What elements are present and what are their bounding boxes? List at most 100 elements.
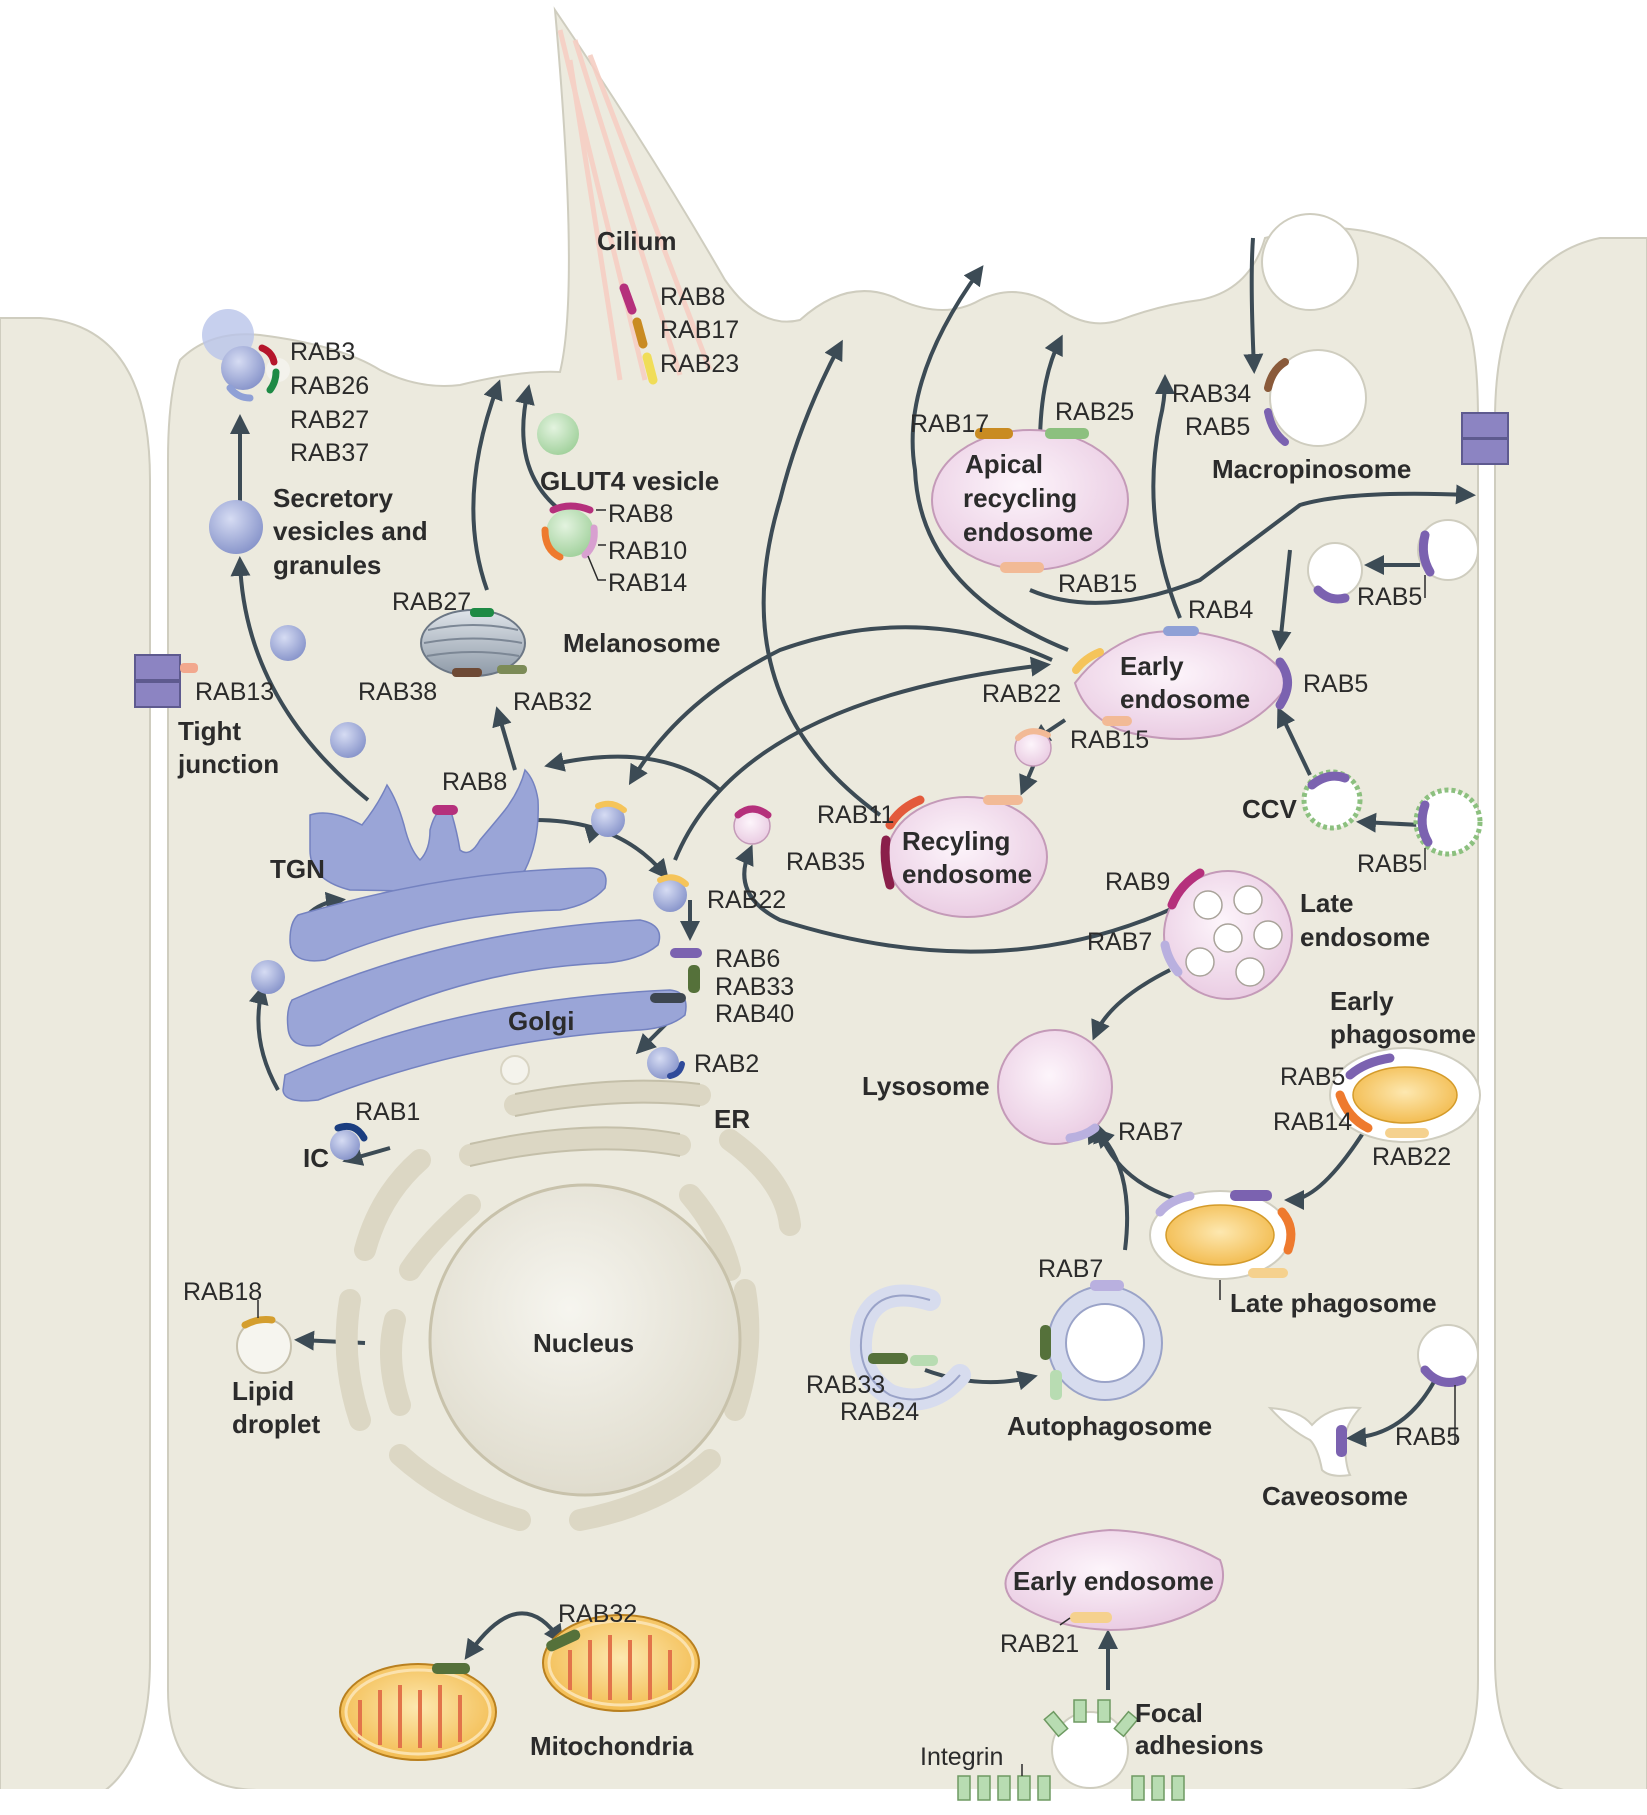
rab-marker (670, 948, 702, 958)
rab-marker (642, 352, 658, 385)
rab-marker (650, 993, 686, 1003)
secretory-vesicle (270, 625, 306, 661)
rab-marker (1090, 1280, 1124, 1291)
recycling-endosome-label: endosome (902, 859, 1032, 889)
rab-label: RAB34 (1172, 380, 1251, 408)
rab-label: RAB6 (715, 945, 780, 973)
macropinosome-label: Macropinosome (1212, 454, 1411, 484)
rab-label: RAB14 (608, 569, 687, 597)
rab-label: RAB26 (290, 372, 369, 400)
rab-leader (1059, 1617, 1071, 1626)
golgi-vesicle (251, 960, 285, 994)
rab-marker (1248, 1268, 1288, 1278)
early-endosome-label: Early (1120, 651, 1184, 681)
secretory-vesicle (209, 500, 263, 554)
rab-label: RAB8 (442, 768, 507, 796)
rab-marker (1417, 800, 1433, 847)
rab-marker (1345, 1053, 1395, 1080)
rab-marker (1040, 1325, 1051, 1360)
rab-label: RAB25 (1055, 398, 1134, 426)
secretory-label: Secretory (273, 483, 393, 513)
rab-marker (983, 795, 1023, 805)
rab-marker (1167, 868, 1205, 910)
intraluminal-vesicles (1185, 885, 1283, 987)
rab-marker (880, 835, 895, 890)
rab-marker (734, 805, 772, 819)
rab-marker (497, 665, 527, 674)
neighbour-cell-left (0, 317, 151, 1811)
endocytic-pit (1417, 519, 1479, 581)
secretory-label: vesicles and (273, 516, 428, 546)
mitochondria-label: Mitochondria (530, 1731, 694, 1761)
apical-junction (1461, 438, 1509, 465)
rab-label: RAB5 (1303, 670, 1368, 698)
rab-label: RAB5 (1395, 1423, 1460, 1451)
rab-marker (1264, 358, 1289, 392)
rab-marker (1155, 1191, 1195, 1217)
tight-junction-label: junction (177, 749, 279, 779)
rab-label: RAB37 (290, 439, 369, 467)
rab-marker (1277, 1207, 1296, 1255)
golgi-vesicle (653, 878, 687, 912)
rab-label: RAB15 (1070, 726, 1149, 754)
rab-label: RAB15 (1058, 570, 1137, 598)
tight-junction (134, 681, 181, 708)
er-label: ER (714, 1104, 750, 1134)
rab-marker (1230, 1190, 1272, 1201)
rab-marker (1385, 1128, 1429, 1138)
rab-leader (587, 509, 606, 581)
early-endosome-focal (1004, 1528, 1225, 1632)
isolation-membrane-outline (859, 1294, 961, 1401)
melanosome-label: Melanosome (563, 628, 721, 658)
lipid-label: droplet (232, 1409, 320, 1439)
rab-marker (432, 1663, 470, 1674)
integrin-label: Integrin (920, 1743, 1003, 1771)
recycling-endosome-label: Recyling (902, 826, 1010, 856)
rab-label: RAB10 (608, 537, 687, 565)
secretory-cluster (202, 309, 290, 390)
golgi-label: Golgi (508, 1006, 574, 1036)
ic-label: IC (303, 1143, 329, 1173)
nucleus-label: Nucleus (533, 1328, 634, 1358)
rab-marker (619, 283, 637, 315)
rab-marker (1307, 771, 1350, 790)
rab-marker (885, 795, 925, 830)
lysosome (997, 1029, 1113, 1145)
recycling-endosome (886, 796, 1048, 918)
rab-marker (266, 368, 280, 394)
mitochondrion (542, 1614, 700, 1712)
late-phagosome-label: Late phagosome (1230, 1288, 1437, 1318)
lysosome-label: Lysosome (862, 1071, 990, 1101)
rab-marker (581, 524, 598, 559)
rab-marker (632, 317, 648, 349)
focal-adhesions-label: adhesions (1135, 1730, 1264, 1760)
rab-marker (334, 1122, 368, 1142)
rab-marker (1070, 1612, 1112, 1623)
page-bottom-margin (0, 1789, 1647, 1815)
rab-marker (226, 384, 254, 402)
secretory-vesicle (330, 722, 366, 758)
rab-marker (180, 663, 198, 673)
rab-marker (1000, 562, 1044, 573)
late-endosome-label: Late (1300, 888, 1353, 918)
tight-junction (134, 654, 181, 681)
trans-golgi-network (309, 768, 539, 893)
endoplasmic-reticulum (335, 1080, 801, 1531)
rab-marker (1335, 1090, 1373, 1133)
autophagosome (1048, 1286, 1162, 1400)
golgi-cisterna (289, 867, 607, 962)
rab-label: RAB40 (715, 1000, 794, 1028)
rab-label: RAB33 (806, 1371, 885, 1399)
rab-label: RAB22 (982, 680, 1061, 708)
rab-marker (1420, 1365, 1467, 1387)
rab-marker (1102, 716, 1132, 726)
rab-label: RAB32 (513, 688, 592, 716)
copi-vesicle (647, 1047, 679, 1079)
rab-label: RAB4 (1188, 596, 1253, 624)
focal-adhesions-label: Focal (1135, 1698, 1203, 1728)
rab-label: RAB17 (910, 410, 989, 438)
er-membrane-outline (469, 1079, 701, 1167)
rab-marker (1336, 1425, 1347, 1457)
rab-label: RAB33 (715, 973, 794, 1001)
